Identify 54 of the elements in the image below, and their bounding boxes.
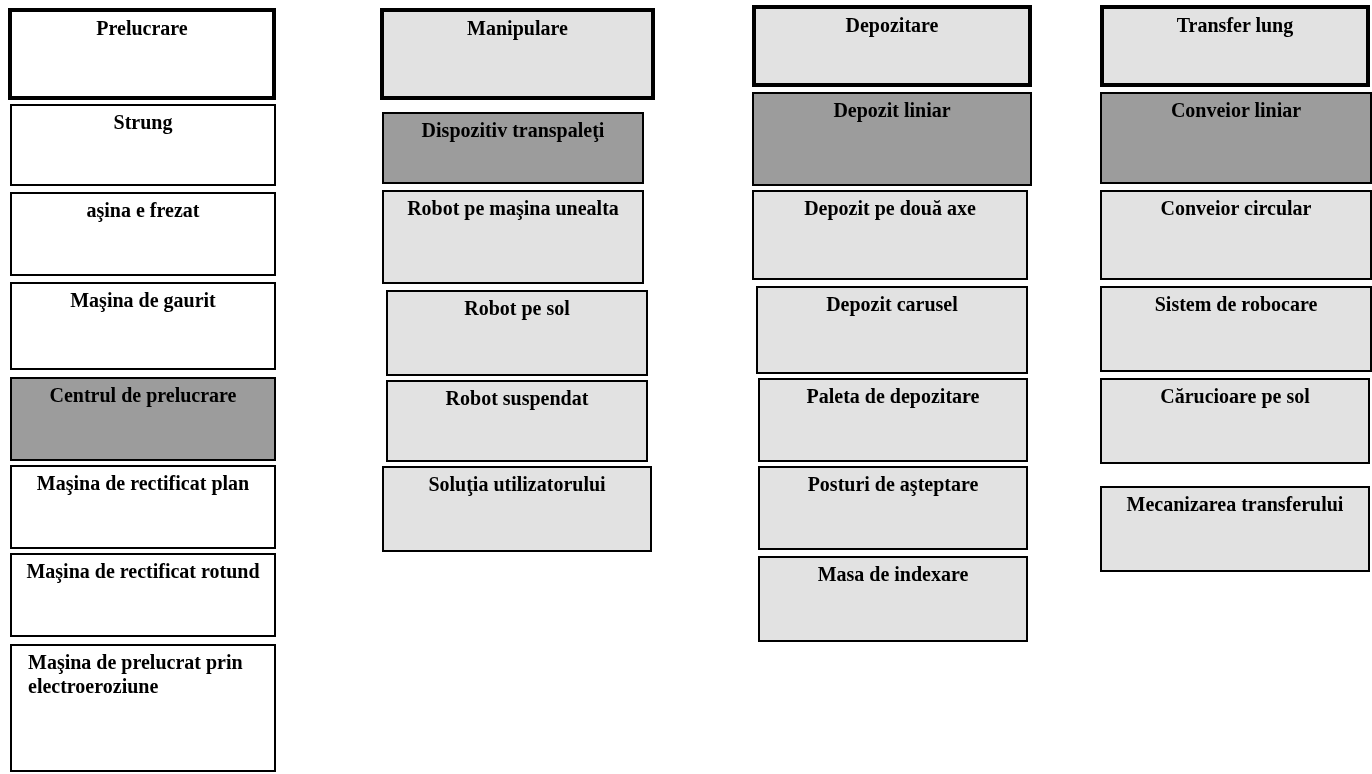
item-box [1100, 486, 1370, 572]
item-label: Depozit pe două axe [803, 196, 977, 220]
item-box [10, 465, 276, 549]
item-label: Conveior liniar [1169, 98, 1303, 122]
item-label: Depozit carusel [825, 292, 959, 316]
item-label: Robot suspendat [444, 386, 590, 410]
item-label: Masa de indexare [816, 562, 970, 586]
category-header-box [8, 8, 276, 100]
item-box [382, 466, 652, 552]
item-box [10, 377, 276, 461]
category-header-box [752, 5, 1032, 87]
item-box [10, 104, 276, 186]
item-box [10, 553, 276, 637]
category-header-box [380, 8, 655, 100]
item-box [382, 190, 644, 284]
item-box [1100, 286, 1372, 372]
item-label: Depozit liniar [832, 98, 952, 122]
item-label: Maşina de rectificat plan [35, 471, 251, 495]
category-title: Manipulare [466, 16, 569, 40]
item-label: Strung [112, 110, 174, 134]
item-box [758, 466, 1028, 550]
item-label: Posturi de aşteptare [806, 472, 980, 496]
item-label: Centrul de prelucrare [48, 383, 238, 407]
item-label: Cărucioare pe sol [1159, 384, 1311, 408]
item-box [756, 286, 1028, 374]
item-box [752, 92, 1032, 186]
item-label: Maşina de gaurit [69, 288, 217, 312]
item-label: Mecanizarea transferului [1125, 492, 1345, 516]
item-label: Conveior circular [1159, 196, 1313, 220]
item-label: Paleta de depozitare [805, 384, 981, 408]
item-label: Maşina de rectificat rotund [25, 559, 261, 583]
category-title: Depozitare [844, 13, 940, 37]
item-box [386, 380, 648, 462]
item-box [10, 192, 276, 276]
item-label: Dispozitiv transpaleţi [420, 118, 606, 142]
item-box [758, 556, 1028, 642]
item-label: Robot pe maşina unealta [406, 196, 620, 220]
category-title: Prelucrare [95, 16, 189, 40]
item-label: Sistem de robocare [1153, 292, 1319, 316]
item-box [1100, 92, 1372, 184]
item-box [752, 190, 1028, 280]
category-title: Transfer lung [1175, 13, 1295, 37]
item-label: Robot pe sol [463, 296, 571, 320]
item-box [1100, 190, 1372, 280]
item-box [758, 378, 1028, 462]
item-label: aşina e frezat [85, 198, 201, 222]
item-box [382, 112, 644, 184]
item-box [1100, 378, 1370, 464]
item-label: Soluţia utilizatorului [427, 472, 607, 496]
item-box [10, 644, 276, 772]
item-box [386, 290, 648, 376]
item-box [10, 282, 276, 370]
category-header-box [1100, 5, 1370, 87]
item-label: Maşina de prelucrat prin electroeroziune [28, 650, 244, 698]
